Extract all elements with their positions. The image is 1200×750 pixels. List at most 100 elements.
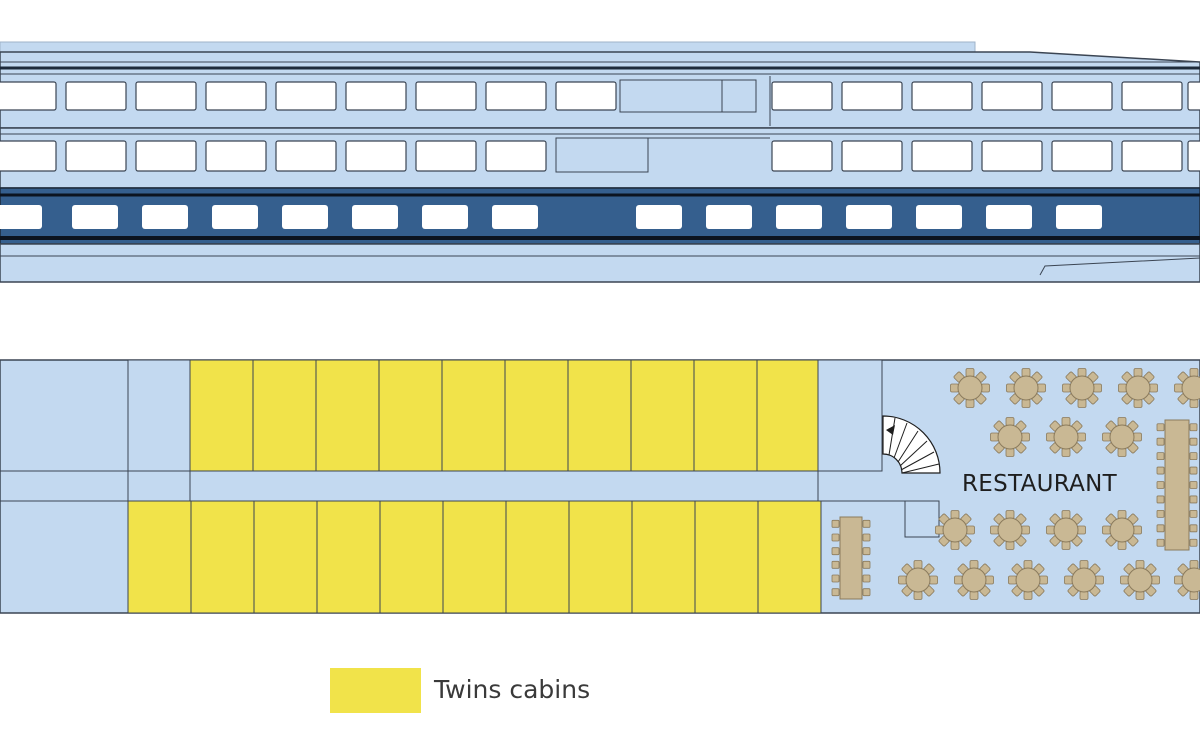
- twin-cabins-lower-row: [127, 500, 822, 614]
- twin-cabin: [189, 359, 254, 472]
- cabin-window: [135, 140, 197, 172]
- cabin-window: [771, 140, 833, 172]
- cabin-window: [1121, 81, 1183, 111]
- middle-deck-panel: [555, 137, 649, 173]
- twin-cabin: [757, 500, 822, 614]
- chair: [1117, 510, 1127, 519]
- round-table: [990, 417, 1030, 457]
- porthole-window: [282, 205, 328, 229]
- deck-plan: [0, 359, 1200, 614]
- chair: [831, 574, 840, 583]
- chair: [1061, 541, 1071, 550]
- porthole-window: [1056, 205, 1102, 229]
- round-table: [898, 560, 938, 600]
- chair: [862, 588, 871, 597]
- porthole-window: [706, 205, 752, 229]
- chair: [862, 574, 871, 583]
- table-top: [997, 424, 1023, 450]
- table-top: [1127, 567, 1153, 593]
- chair: [1039, 575, 1048, 585]
- porthole-window: [142, 205, 188, 229]
- round-table: [1120, 560, 1160, 600]
- chair: [913, 591, 923, 600]
- cabin-window: [485, 81, 547, 111]
- chair: [990, 432, 999, 442]
- cabin-window: [911, 81, 973, 111]
- chair: [1189, 591, 1199, 600]
- chair: [831, 560, 840, 569]
- chair: [1046, 432, 1055, 442]
- chair: [1149, 383, 1158, 393]
- chair: [831, 588, 840, 597]
- cabin-window: [1187, 81, 1200, 111]
- chair: [965, 368, 975, 377]
- table-top: [1015, 567, 1041, 593]
- chair: [1102, 525, 1111, 535]
- cabin-window: [841, 140, 903, 172]
- chair: [935, 525, 944, 535]
- chair: [1189, 538, 1198, 547]
- table-top: [1164, 419, 1190, 551]
- twin-cabin: [505, 500, 570, 614]
- twin-cabin: [630, 359, 695, 472]
- round-table: [1102, 417, 1142, 457]
- porthole-window: [776, 205, 822, 229]
- round-table: [1046, 417, 1086, 457]
- chair: [1077, 432, 1086, 442]
- chair: [954, 575, 963, 585]
- chair: [1156, 481, 1165, 489]
- twin-cabin: [441, 359, 506, 472]
- round-table: [1008, 560, 1048, 600]
- round-table: [1046, 510, 1086, 550]
- porthole-window: [986, 205, 1032, 229]
- chair: [1135, 560, 1145, 569]
- restaurant-label: RESTAURANT: [962, 471, 1117, 497]
- table-top: [1181, 567, 1200, 593]
- porthole-window: [0, 205, 42, 229]
- table-top: [997, 517, 1023, 543]
- table-top: [1109, 424, 1135, 450]
- chair: [1189, 423, 1198, 432]
- twin-cabin: [694, 500, 759, 614]
- round-table: [1174, 368, 1200, 408]
- twin-cabin: [756, 359, 821, 472]
- twin-cabin: [253, 500, 318, 614]
- chair: [1156, 466, 1165, 475]
- chair: [950, 383, 959, 393]
- cabin-window: [485, 140, 547, 172]
- chair: [1156, 495, 1165, 504]
- twin-cabin: [567, 359, 632, 472]
- round-table: [1118, 368, 1158, 408]
- chair: [966, 525, 975, 535]
- cabin-window: [275, 140, 337, 172]
- cabin-window: [911, 140, 973, 172]
- chair: [1005, 448, 1015, 457]
- chair: [1120, 575, 1129, 585]
- chair: [1189, 481, 1198, 489]
- cabin-window: [771, 81, 833, 111]
- legend-twins-label: Twins cabins: [434, 675, 591, 704]
- chair: [969, 560, 979, 569]
- chair: [1156, 423, 1165, 432]
- table-top: [905, 567, 931, 593]
- round-table: [1062, 368, 1102, 408]
- chair: [1189, 452, 1198, 461]
- table-top: [1125, 375, 1151, 401]
- restaurant-long-tables: [831, 419, 1198, 600]
- cabin-window: [1051, 140, 1113, 172]
- chair: [1064, 575, 1073, 585]
- porthole-window: [422, 205, 468, 229]
- cabin-window: [555, 81, 617, 111]
- cabin-window: [0, 140, 57, 172]
- chair: [1133, 399, 1143, 408]
- chair: [831, 519, 840, 528]
- chair: [1021, 368, 1031, 377]
- chair: [1077, 399, 1087, 408]
- chair: [1005, 510, 1015, 519]
- chair: [1189, 495, 1198, 504]
- round-table: [954, 560, 994, 600]
- table-top: [839, 516, 863, 600]
- cabin-window: [1121, 140, 1183, 172]
- twin-cabin: [252, 359, 317, 472]
